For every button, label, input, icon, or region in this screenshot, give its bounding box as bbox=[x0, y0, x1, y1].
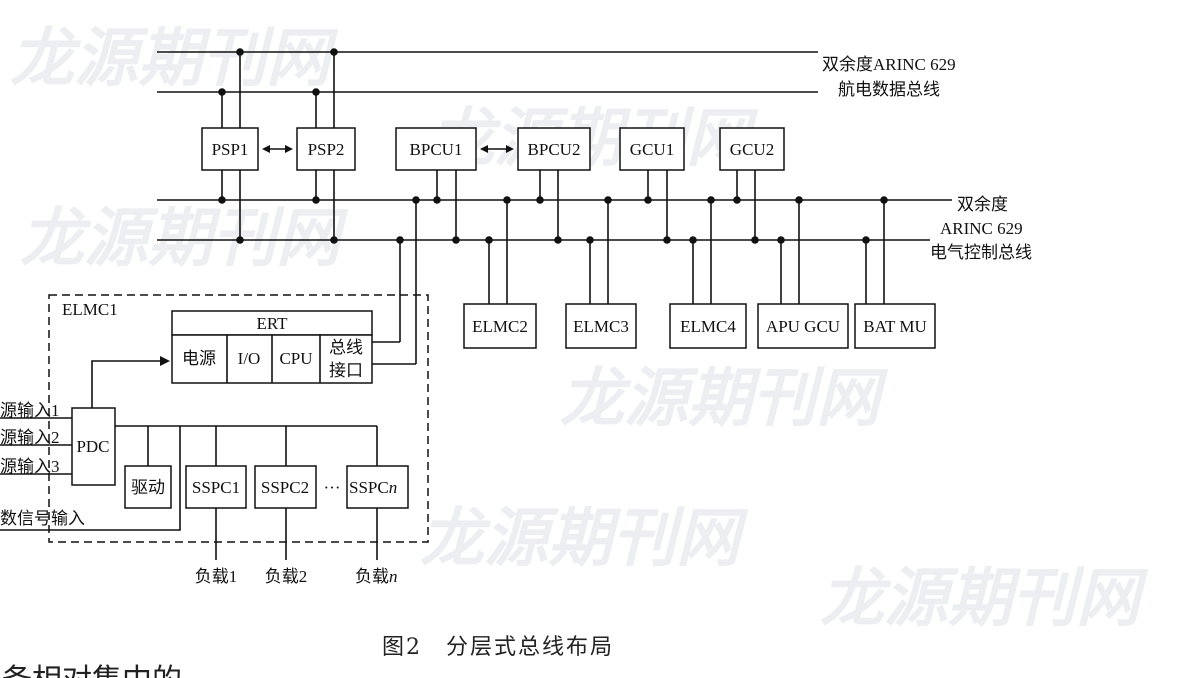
sspc-distribution-lines bbox=[115, 425, 378, 466]
sspcn-label: SSPCn bbox=[349, 478, 397, 497]
pdc-to-ert-line bbox=[91, 360, 162, 408]
input-label-2: 源输入2 bbox=[0, 428, 60, 447]
body-text-fragment: 备相对集中的 bbox=[2, 663, 182, 678]
input-label-3: 源输入3 bbox=[0, 457, 60, 476]
watermark-text-2: 龙源期刊网 bbox=[430, 102, 759, 176]
bpcu2-label: BPCU2 bbox=[528, 140, 581, 159]
sspcn-label-prefix: SSPC bbox=[349, 478, 389, 497]
gcu1-label: GCU1 bbox=[630, 140, 674, 159]
gcu1-box bbox=[619, 127, 685, 171]
ert-cell-bus-line1: 总线 bbox=[329, 338, 363, 357]
input-label-signal: 数信号输入 bbox=[0, 509, 85, 528]
avionics-bus-label-1: 双余度ARINC 629 bbox=[822, 55, 956, 74]
psp-arrowheads bbox=[262, 145, 293, 153]
ert-header bbox=[171, 310, 373, 336]
ert-title: ERT bbox=[256, 314, 288, 333]
psp1-label: PSP1 bbox=[212, 140, 249, 159]
ert-cell-bus-line2: 接口 bbox=[329, 361, 363, 380]
psp2-box bbox=[296, 127, 356, 171]
figure-caption: 图2 分层式总线布局 bbox=[382, 635, 614, 660]
loadn-label-n: n bbox=[389, 567, 398, 586]
psp1-box bbox=[201, 127, 259, 171]
electrical-bus-label-3: 电气控制总线 bbox=[930, 243, 1032, 262]
avionics-bus-label-2: 航电数据总线 bbox=[838, 80, 940, 99]
watermark-text-6: 龙源期刊网 bbox=[820, 562, 1149, 636]
watermark: 龙源期刊网 龙源期刊网 龙源期刊网 龙源期刊网 龙源期刊网 龙源期刊网 bbox=[10, 22, 1149, 636]
lower-unit-drops bbox=[488, 200, 885, 304]
elmc1-bus-taps bbox=[372, 200, 417, 365]
sspc1-label: SSPC1 bbox=[192, 478, 240, 497]
pdc-box bbox=[71, 407, 116, 486]
drive-label: 驱动 bbox=[131, 478, 165, 497]
elmc3-box bbox=[565, 303, 637, 349]
gcu2-box bbox=[719, 127, 785, 171]
loadn-label-prefix: 负载 bbox=[355, 567, 389, 586]
sspc-ellipsis: ··· bbox=[324, 478, 341, 497]
bat-mu-box bbox=[854, 303, 936, 349]
bpcu1-box bbox=[395, 127, 477, 171]
watermark-text-5: 龙源期刊网 bbox=[420, 502, 749, 576]
elmc2-box bbox=[463, 303, 537, 349]
bpcu1-label: BPCU1 bbox=[410, 140, 463, 159]
ert-cell-power: 电源 bbox=[182, 349, 216, 368]
top-unit-drops bbox=[436, 170, 756, 240]
elmc3-label: ELMC3 bbox=[573, 317, 629, 336]
elmc2-label: ELMC2 bbox=[472, 317, 528, 336]
load2-label: 负载2 bbox=[265, 567, 308, 586]
watermark-text-3: 龙源期刊网 bbox=[20, 202, 349, 276]
psp2-label: PSP2 bbox=[308, 140, 345, 159]
gcu2-label: GCU2 bbox=[730, 140, 774, 159]
watermark-text-1: 龙源期刊网 bbox=[10, 22, 339, 96]
bat-mu-label: BAT MU bbox=[863, 317, 926, 336]
elmc4-box bbox=[669, 303, 747, 349]
pdc-label: PDC bbox=[76, 437, 109, 456]
sspcn-label-n: n bbox=[389, 478, 398, 497]
drive-box bbox=[124, 465, 172, 509]
pdc-input-lines bbox=[0, 417, 181, 531]
loadn-label: 负载n bbox=[355, 567, 398, 586]
pdc-to-ert-arrowhead bbox=[160, 356, 170, 366]
bpcu-arrowheads bbox=[480, 145, 514, 153]
apu-gcu-box bbox=[757, 303, 849, 349]
elmc1-title: ELMC1 bbox=[62, 300, 118, 319]
electrical-bus-label-2: ARINC 629 bbox=[940, 219, 1023, 238]
sspc2-label: SSPC2 bbox=[261, 478, 309, 497]
bpcu2-box bbox=[517, 127, 591, 171]
sspcn-box bbox=[346, 465, 409, 509]
electrical-bus-label-1: 双余度 bbox=[957, 195, 1008, 214]
junction-dots bbox=[218, 48, 888, 244]
watermark-text-4: 龙源期刊网 bbox=[560, 362, 889, 436]
elmc1-enclosure bbox=[48, 294, 429, 543]
load1-label: 负载1 bbox=[195, 567, 238, 586]
input-label-1: 源输入1 bbox=[0, 401, 60, 420]
elmc4-label: ELMC4 bbox=[680, 317, 736, 336]
load-lines bbox=[215, 508, 378, 560]
ert-cell-cpu: CPU bbox=[279, 349, 312, 368]
apu-gcu-label: APU GCU bbox=[766, 317, 840, 336]
ert-cell-io: I/O bbox=[238, 349, 261, 368]
